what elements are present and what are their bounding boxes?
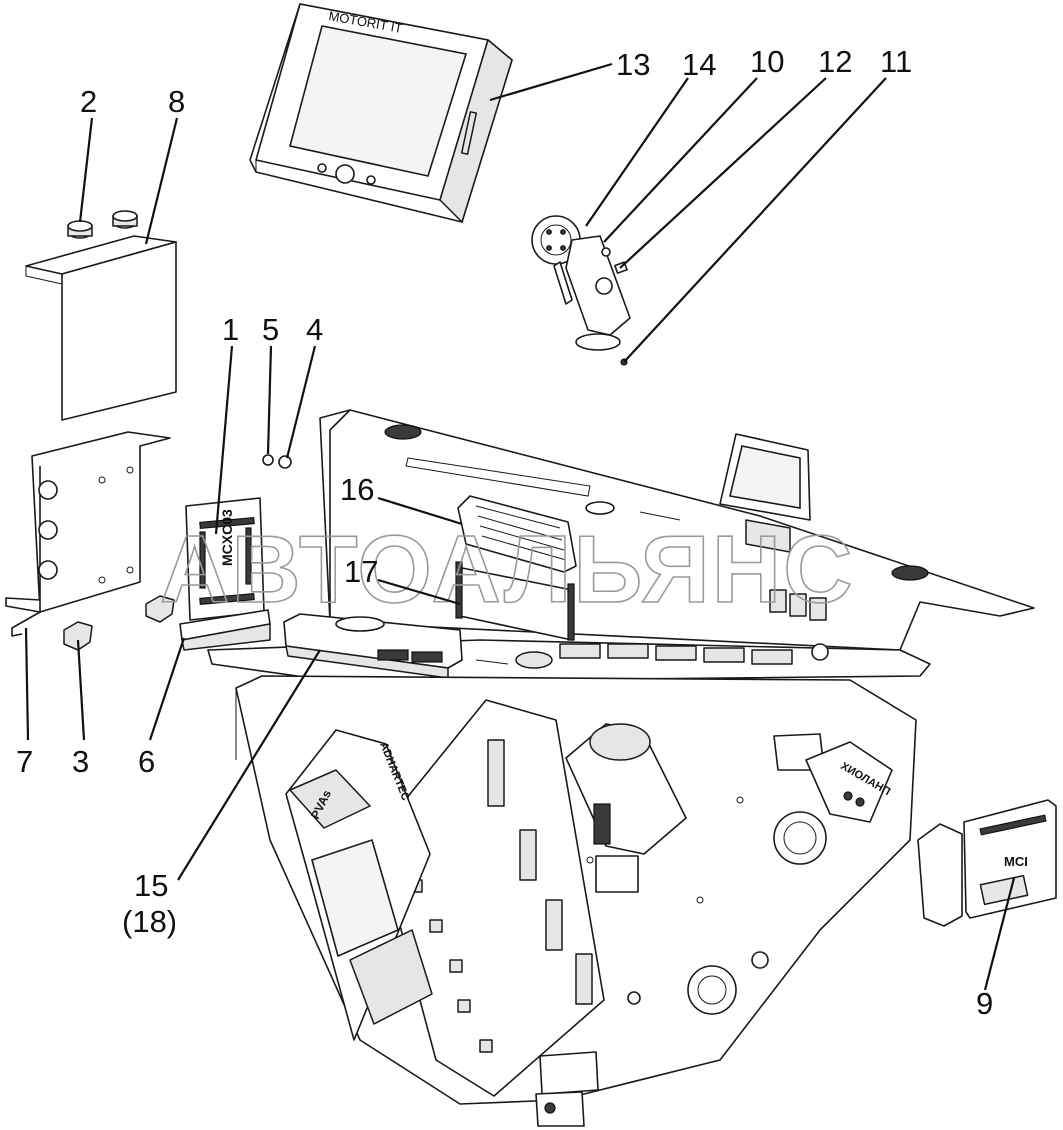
junction-box <box>283 613 463 679</box>
callout-17: 17 <box>344 554 378 589</box>
callout-1: 1 <box>222 312 239 347</box>
cylinder-unit <box>565 723 687 855</box>
callout-13: 13 <box>616 47 650 82</box>
callout-14: 14 <box>682 47 716 82</box>
switch-panel <box>455 561 575 641</box>
callout-3: 3 <box>72 744 89 779</box>
callout-10: 10 <box>750 44 784 79</box>
watermark-text: АВТОАЛЬЯНС <box>160 516 854 623</box>
callout-numbers: 2 8 1 5 4 7 3 6 9 13 14 10 12 11 16 17 1… <box>16 44 993 1021</box>
callout-6: 6 <box>138 744 155 779</box>
monitor-bracket <box>531 215 631 366</box>
controller-bracket <box>179 609 271 651</box>
callout-16: 16 <box>340 472 374 507</box>
callout-7: 7 <box>16 744 33 779</box>
mci-module: MCI <box>917 799 1057 927</box>
mounting-plate <box>5 431 171 637</box>
small-module: ХИОЛАНП <box>805 741 893 823</box>
upper-enclosure <box>25 235 177 421</box>
callout-8: 8 <box>168 84 185 119</box>
dashboard-mini-display <box>719 433 811 553</box>
callout-2: 2 <box>80 84 97 119</box>
small-screws <box>262 454 292 469</box>
fuse-relay-board <box>375 699 605 1097</box>
connector-blocks <box>535 733 825 1127</box>
callout-4: 4 <box>306 312 323 347</box>
callout-12: 12 <box>818 44 852 79</box>
knob-nuts <box>67 210 138 239</box>
speaker-grille <box>457 495 577 573</box>
leader-lines <box>24 62 1016 991</box>
callout-15: 15 <box>134 868 168 903</box>
monitor-display: MOTORIT IT <box>249 3 513 223</box>
callout-5: 5 <box>262 312 279 347</box>
callout-11: 11 <box>880 44 912 79</box>
controller-1-label: MCXC03 <box>219 509 235 566</box>
callout-18: (18) <box>122 904 177 939</box>
controller-5-label: MCI <box>1004 854 1028 869</box>
wing-knobs <box>63 595 175 651</box>
controller-mcxc03: MCXC03 <box>185 497 265 621</box>
callout-9: 9 <box>976 986 993 1021</box>
side-module: PVAs ADHARTEC <box>285 729 433 1041</box>
